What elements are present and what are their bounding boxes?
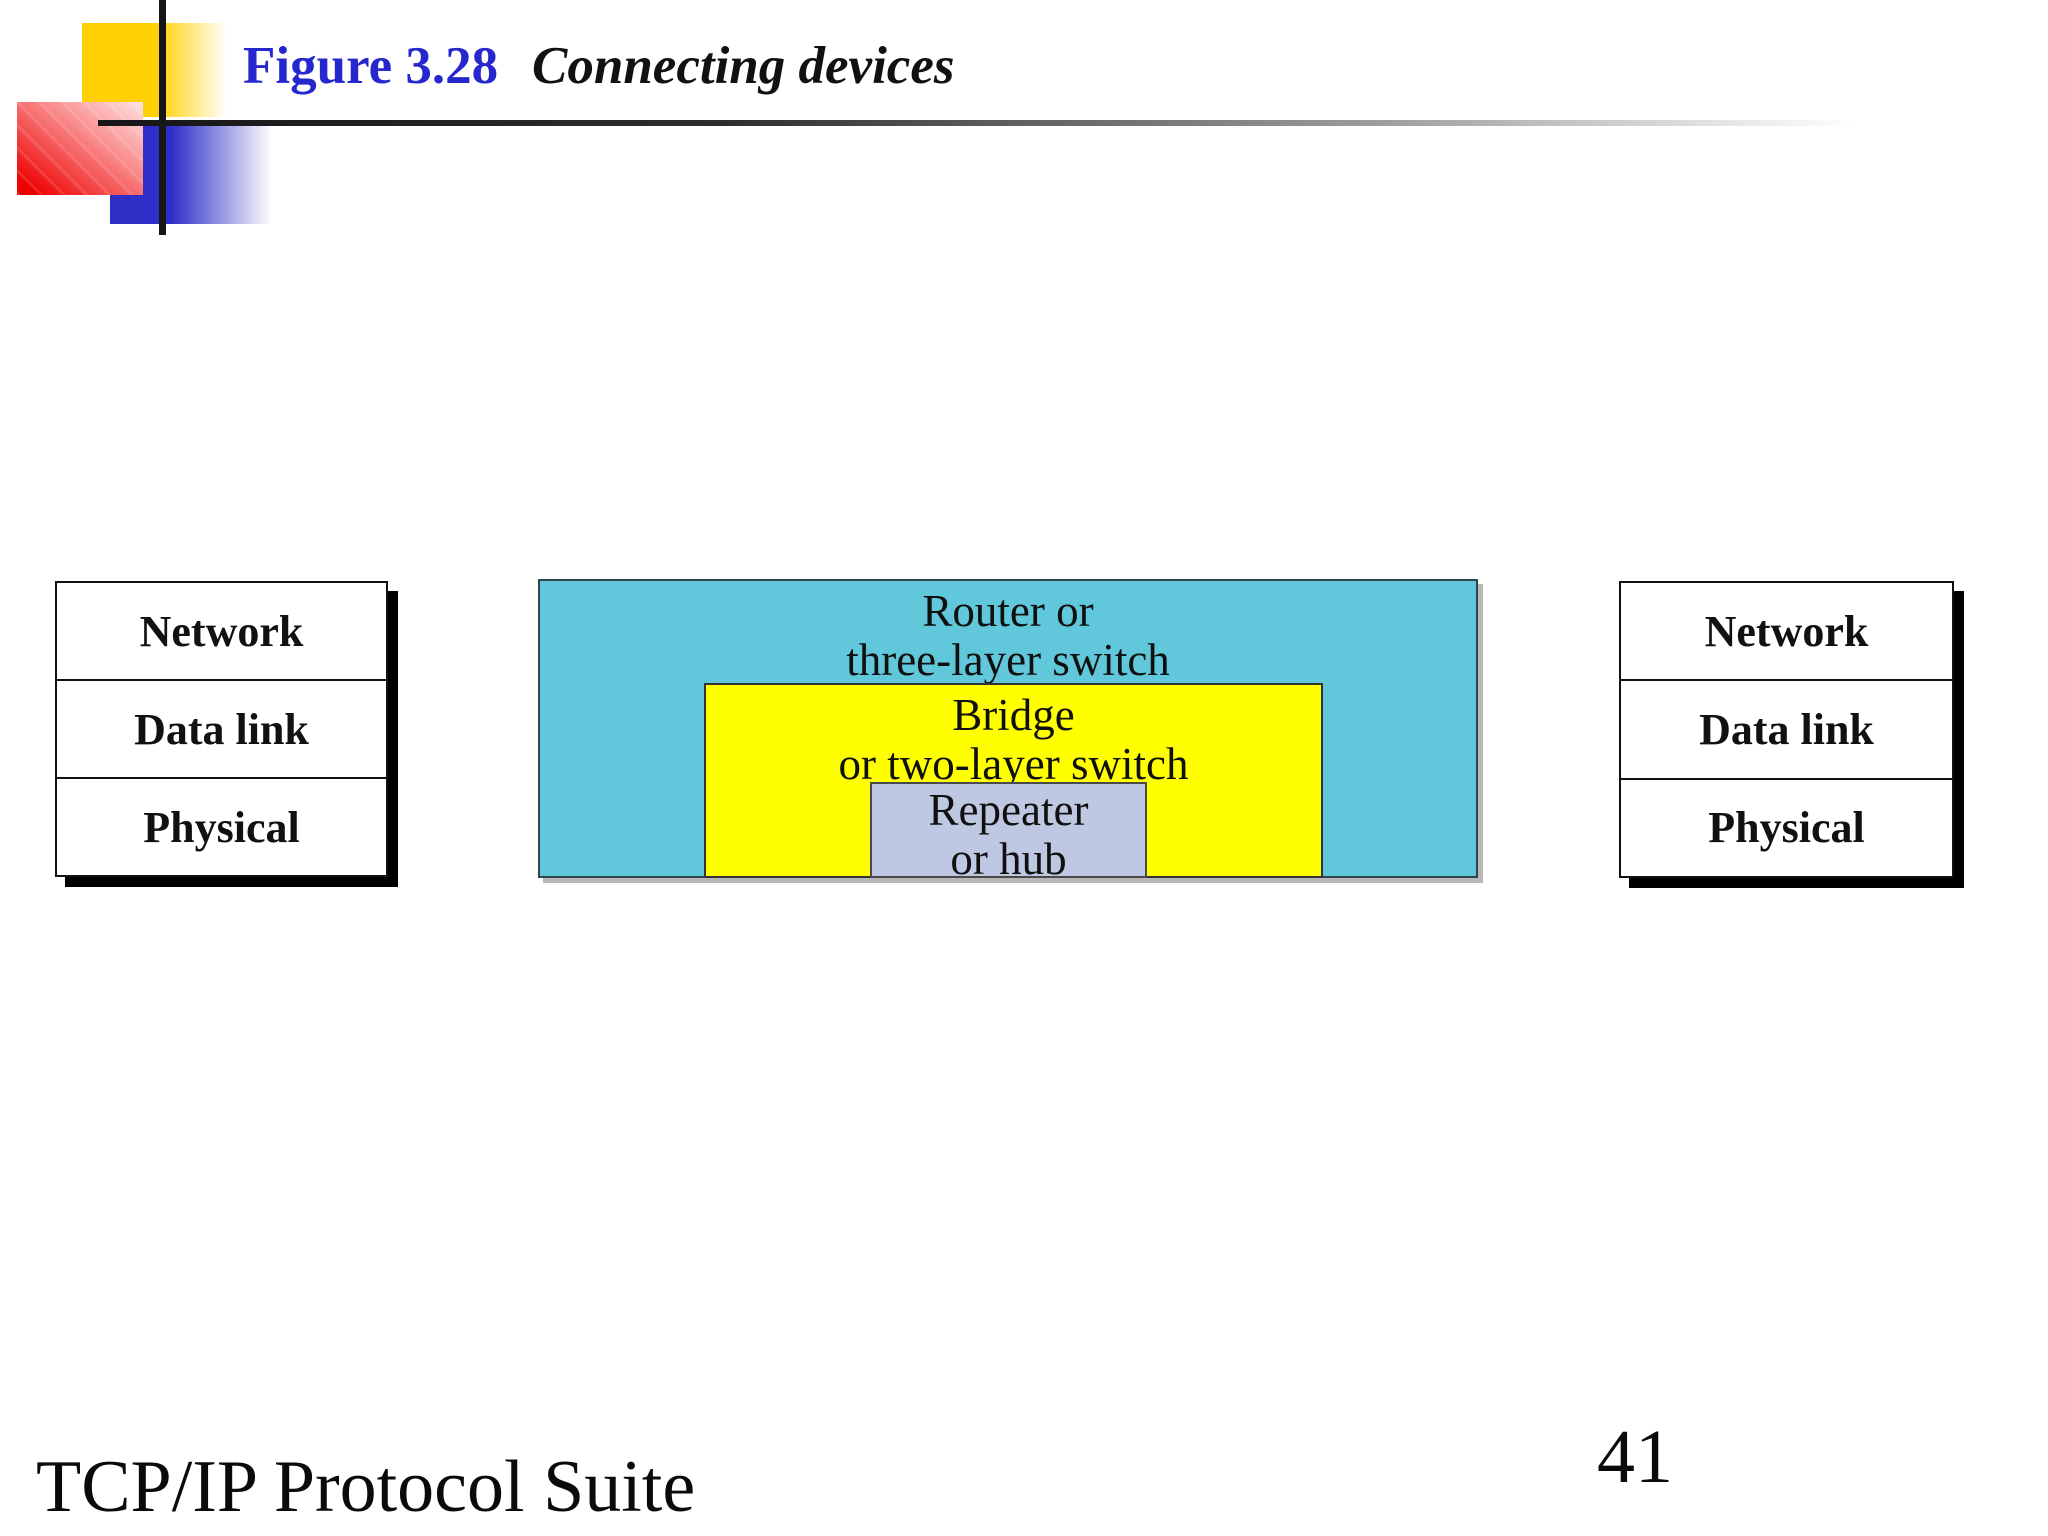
layer-label: Physical <box>1708 803 1865 853</box>
right-layer-physical: Physical <box>1621 777 1952 876</box>
footer-title: TCP/IP Protocol Suite <box>36 1446 696 1528</box>
router-label-line1: Router or <box>922 586 1094 636</box>
right-layer-stack: Network Data link Physical <box>1619 581 1954 878</box>
repeater-box: Repeater or hub <box>870 782 1147 884</box>
title-separator-line <box>98 120 1890 126</box>
layer-label: Data link <box>1699 704 1874 754</box>
left-layer-datalink: Data link <box>57 679 386 777</box>
bridge-label: Bridge or two-layer switch <box>706 685 1321 789</box>
router-label: Router or three-layer switch <box>540 581 1476 685</box>
repeater-label-line2: or hub <box>950 834 1067 884</box>
left-layer-physical: Physical <box>57 777 386 875</box>
router-label-line2: three-layer switch <box>846 635 1170 685</box>
bridge-label-line2: or two-layer switch <box>838 739 1189 789</box>
deco-red-square <box>17 102 143 195</box>
page-number: 41 <box>1597 1415 1673 1499</box>
layer-label: Data link <box>134 704 309 754</box>
deco-yellow-square <box>82 23 227 117</box>
layer-label: Physical <box>143 802 300 852</box>
figure-title: Connecting devices <box>532 37 955 95</box>
right-layer-datalink: Data link <box>1621 679 1952 777</box>
repeater-label-line1: Repeater <box>928 785 1089 835</box>
deco-vertical-line <box>159 0 166 235</box>
figure-label: Figure 3.28 <box>243 37 499 95</box>
left-layer-stack: Network Data link Physical <box>55 581 388 877</box>
layer-label: Network <box>1704 606 1869 656</box>
left-layer-network: Network <box>57 583 386 679</box>
layer-label: Network <box>139 606 304 656</box>
bridge-label-line1: Bridge <box>952 690 1075 740</box>
right-layer-network: Network <box>1621 583 1952 679</box>
repeater-label: Repeater or hub <box>872 784 1145 884</box>
